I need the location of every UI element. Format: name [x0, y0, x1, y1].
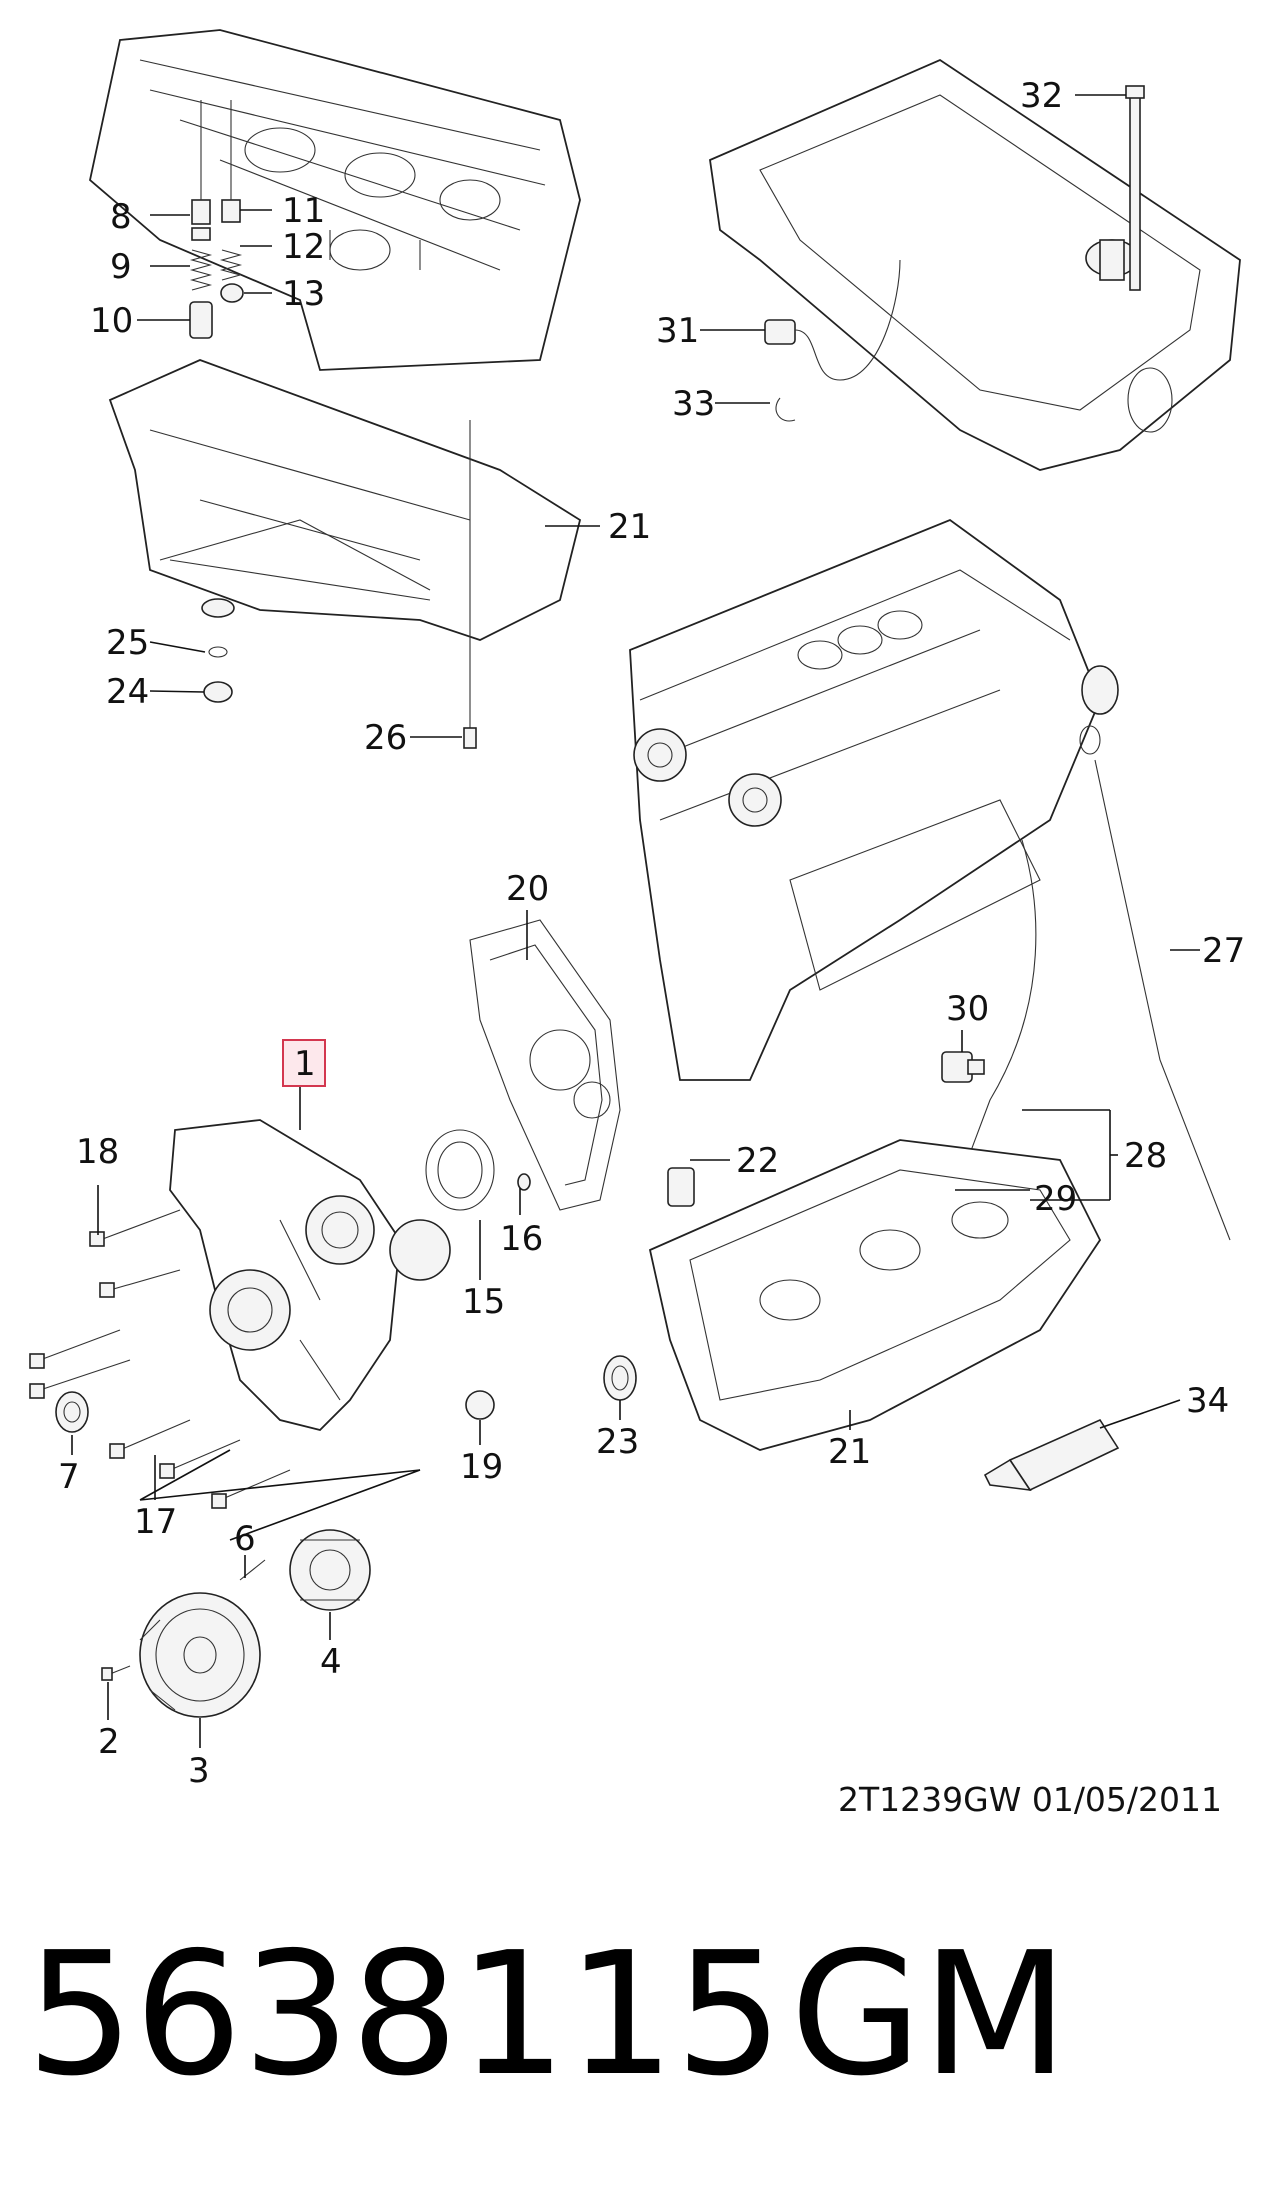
pulley-bolt-drawing	[101, 1665, 131, 1681]
part-number: 5638115	[26, 1916, 784, 2114]
callout-32: 32	[1020, 76, 1063, 116]
front-cover-drawing	[169, 1119, 451, 1431]
callout-4: 4	[320, 1642, 342, 1682]
callout-17: 17	[134, 1502, 177, 1542]
callout-33: 33	[672, 384, 715, 424]
callout-25: 25	[106, 623, 149, 663]
callout-19: 19	[460, 1447, 503, 1487]
oil-pressure-sensor-drawing	[941, 1051, 985, 1083]
callout-28: 28	[1124, 1136, 1167, 1176]
brand-label: GM	[790, 1916, 1069, 2114]
callout-20: 20	[506, 869, 549, 909]
callout-16: 16	[500, 1219, 543, 1259]
callout-23: 23	[596, 1422, 639, 1462]
callout-15: 15	[462, 1282, 505, 1322]
callout-labels: 8 11 9 12 10 13 21 25 24 26 32 31 33 27 …	[58, 76, 1245, 1791]
callout-31: 31	[656, 311, 699, 351]
crankshaft-pulley-drawing	[139, 1592, 261, 1718]
callout-11: 11	[282, 191, 325, 231]
upper-oil-pan-drawing	[709, 58, 1241, 471]
callout-21-upper: 21	[608, 507, 651, 547]
callout-13: 13	[282, 274, 325, 314]
callout-21-lower: 21	[828, 1432, 871, 1472]
callout-27: 27	[1202, 931, 1245, 971]
sealant-tube-drawing	[983, 1418, 1120, 1492]
callout-7: 7	[58, 1457, 80, 1497]
callout-2: 2	[98, 1722, 120, 1762]
callout-29: 29	[1034, 1179, 1077, 1219]
lower-oil-pan-drawing	[603, 1139, 1102, 1451]
engine-block-underside-drawing	[89, 29, 581, 371]
callout-12: 12	[282, 227, 325, 267]
diagram-code: 2T1239GW 01/05/2011	[838, 1780, 1223, 1819]
callout-3: 3	[188, 1751, 210, 1791]
callout-24: 24	[106, 672, 149, 712]
callout-30: 30	[946, 989, 989, 1029]
callout-22: 22	[736, 1141, 779, 1181]
engine-assembly-drawing	[629, 518, 1119, 1081]
valve-lifter-parts-drawing	[189, 100, 244, 339]
callout-26: 26	[364, 718, 407, 758]
callout-18: 18	[76, 1132, 119, 1172]
water-pump-drawing	[289, 1529, 371, 1611]
callout-9: 9	[110, 247, 132, 287]
callout-10: 10	[90, 301, 133, 341]
dipstick-drawing	[959, 725, 1231, 1241]
highlighted-callout-box	[282, 1039, 326, 1087]
windage-tray-drawing	[108, 359, 582, 749]
front-cover-gasket-drawing	[469, 919, 621, 1211]
callout-8: 8	[110, 197, 132, 237]
leader-lines	[71, 94, 1200, 1748]
oil-seal-drawing	[425, 1129, 531, 1211]
callout-34: 34	[1186, 1381, 1229, 1421]
callout-1: 1	[294, 1044, 316, 1084]
callout-6: 6	[234, 1519, 256, 1559]
front-cover-bolts-drawing	[29, 1209, 495, 1581]
